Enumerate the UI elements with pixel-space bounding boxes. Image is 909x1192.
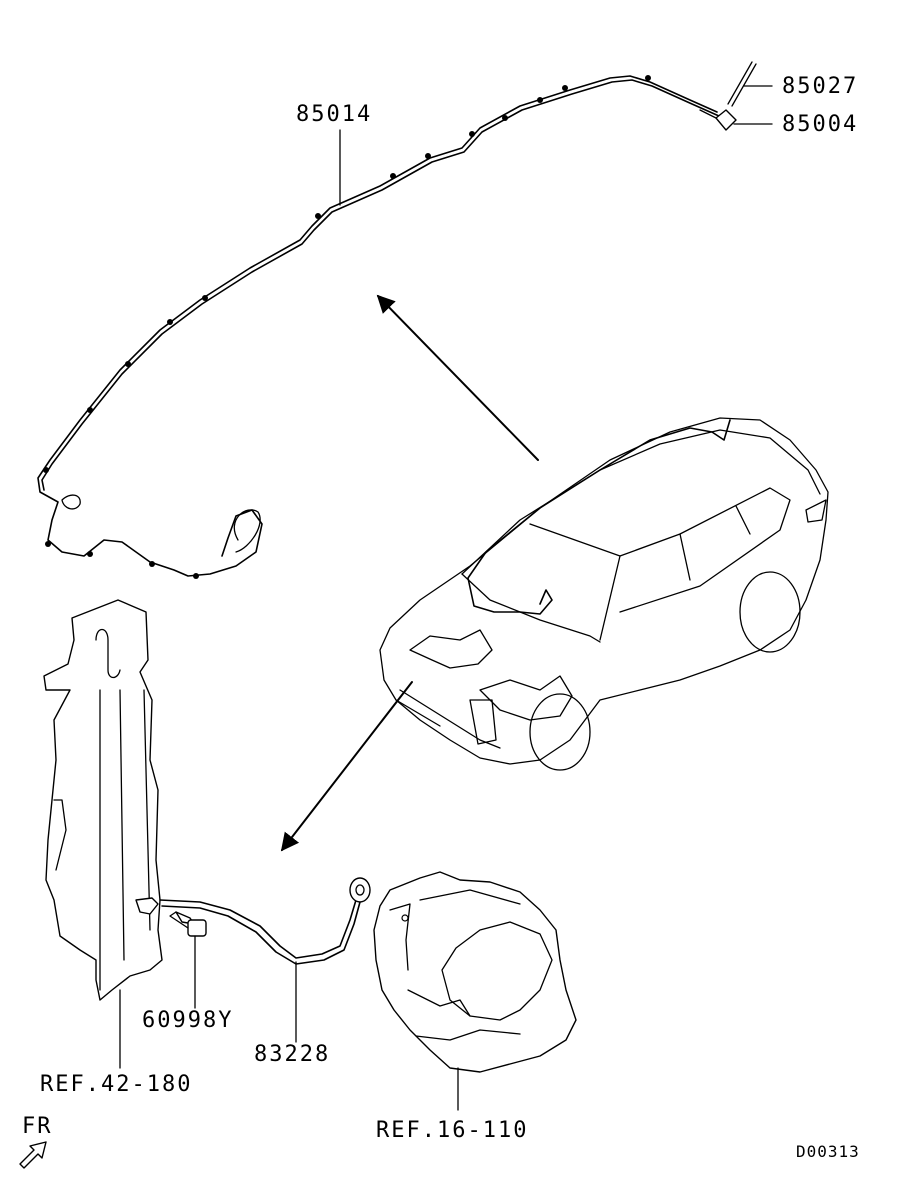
reference-label-16-110: REF.16-110 [376, 1118, 529, 1143]
part-label-60998Y: 60998Y [142, 1008, 234, 1033]
part-label-85004: 85004 [782, 112, 859, 137]
roof-harness-drawing [37, 75, 720, 579]
arrow-to-roof-harness [376, 294, 539, 461]
arrow-to-ground-cable [280, 681, 413, 852]
diagram-code: D00313 [796, 1142, 860, 1161]
front-direction-arrow [19, 1141, 47, 1169]
part-label-83228: 83228 [254, 1042, 331, 1067]
ground-cable-drawing [135, 877, 371, 965]
antenna-drawing [699, 61, 757, 131]
bolt-drawing [169, 911, 207, 937]
front-direction-label: FR [22, 1114, 53, 1139]
part-label-85027: 85027 [782, 74, 859, 99]
reference-label-42-180: REF.42-180 [40, 1072, 193, 1097]
vehicle-outline [379, 417, 829, 771]
engine-drawing [373, 871, 577, 1073]
part-label-85014: 85014 [296, 102, 373, 127]
fender-panel-drawing [43, 599, 163, 1001]
